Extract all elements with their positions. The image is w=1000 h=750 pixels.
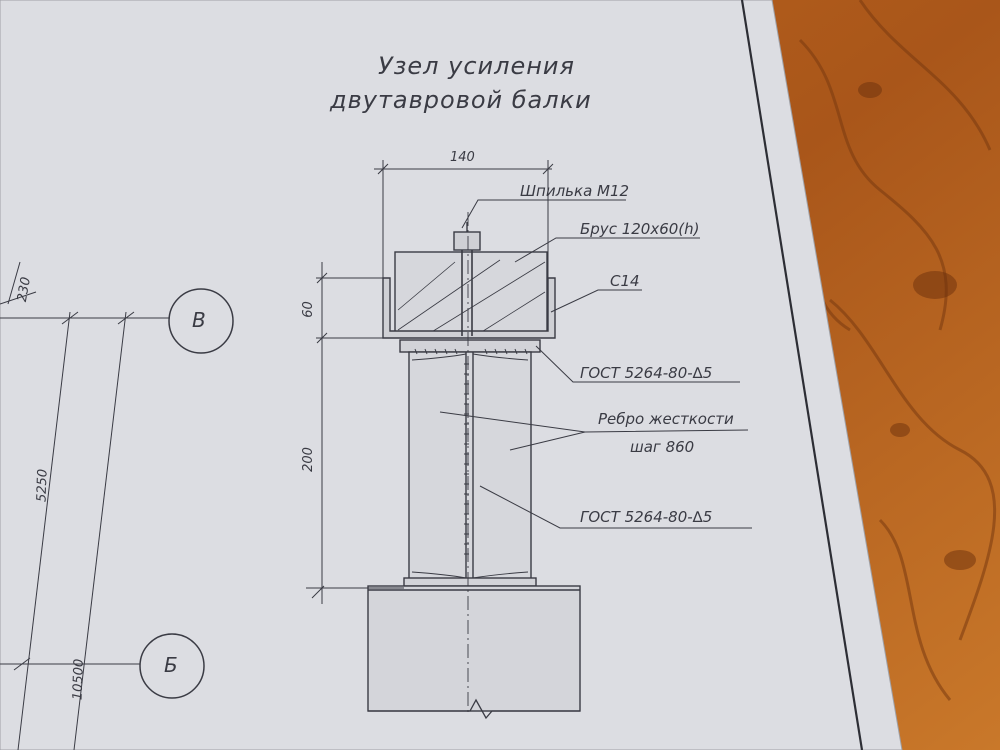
callout-weld-top: ГОСТ 5264-80-∆5 (580, 364, 713, 382)
axis-marker-upper: В (192, 308, 206, 332)
i-beam-bottom-flange (403, 577, 537, 587)
dimension-left-span: 5250 (34, 468, 51, 503)
axis-marker-lower: Б (164, 653, 178, 677)
support-column (367, 585, 581, 712)
i-beam-web (408, 351, 532, 581)
drawing-title-line1: Узел усиления (378, 52, 575, 80)
callout-rib-line2: шаг 860 (630, 438, 695, 456)
axis-circle-upper (168, 288, 234, 354)
timber-beam-shape (394, 251, 548, 335)
callout-weld-bottom: ГОСТ 5264-80-∆5 (580, 508, 713, 526)
nut-shape (453, 231, 481, 251)
i-beam-top-flange (399, 339, 541, 353)
callout-timber: Брус 120х60(h) (580, 220, 700, 238)
dimension-height-beam: 200 (300, 447, 316, 472)
callout-stud: Шпилька М12 (520, 182, 630, 200)
dimension-width-top: 140 (450, 150, 475, 165)
callout-rib-line1: Ребро жесткости (598, 410, 734, 428)
dimension-height-channel: 60 (300, 301, 316, 318)
callout-channel: С14 (610, 272, 640, 290)
axis-circle-lower (139, 633, 205, 699)
drawing-title-line2: двутавровой балки (330, 86, 592, 114)
dimension-left-total: 10500 (70, 658, 87, 701)
